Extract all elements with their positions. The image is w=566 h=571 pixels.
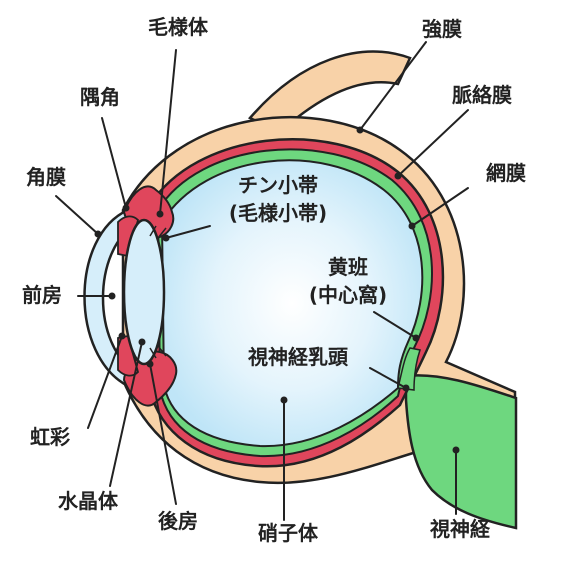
label-ciliary-body: 毛様体 [148,15,209,39]
label-macula-line1: 黄班 [328,255,368,279]
vitreous-body-shape [160,159,424,448]
leader-dots [94,126,460,454]
label-sclera: 強膜 [422,17,462,41]
optic-disc-shape [397,347,421,391]
label-zonule-line2: (毛様小帯) [229,201,327,225]
label-anterior-chamber: 前房 [22,283,62,307]
leader-ciliary-body [159,49,177,215]
leader-iris [87,335,123,429]
label-posterior-chamber: 後房 [158,509,198,533]
leader-lines [55,41,469,521]
leader-sclera [359,41,427,131]
leader-choroid [397,109,469,177]
label-vitreous-body: 硝子体 [258,521,319,545]
leader-macula [373,311,417,339]
leader-optic-disc [369,367,407,389]
label-angle: 隅角 [80,85,120,109]
label-lens: 水晶体 [58,489,119,513]
leader-zonule [165,225,211,239]
zonule-fibers [149,225,167,359]
label-retina: 網膜 [486,161,526,185]
label-cornea: 角膜 [26,165,66,189]
leader-angle [101,117,127,209]
leader-retina [411,187,469,227]
label-iris: 虹彩 [30,425,70,449]
label-optic-nerve: 視神経 [429,517,491,541]
lens-shape [122,218,166,366]
label-optic-disc: 視神経乳頭 [247,345,349,369]
label-choroid: 脈絡膜 [452,83,512,107]
label-zonule-line1: チン小帯 [238,173,318,197]
sclera-muscle-band [247,50,412,134]
leader-lens [109,341,143,487]
leader-cornea [55,195,99,235]
leader-posterior-chamber [149,363,177,505]
label-macula-line2: (中心窩) [309,283,387,307]
optic-nerve-shape [404,374,518,530]
